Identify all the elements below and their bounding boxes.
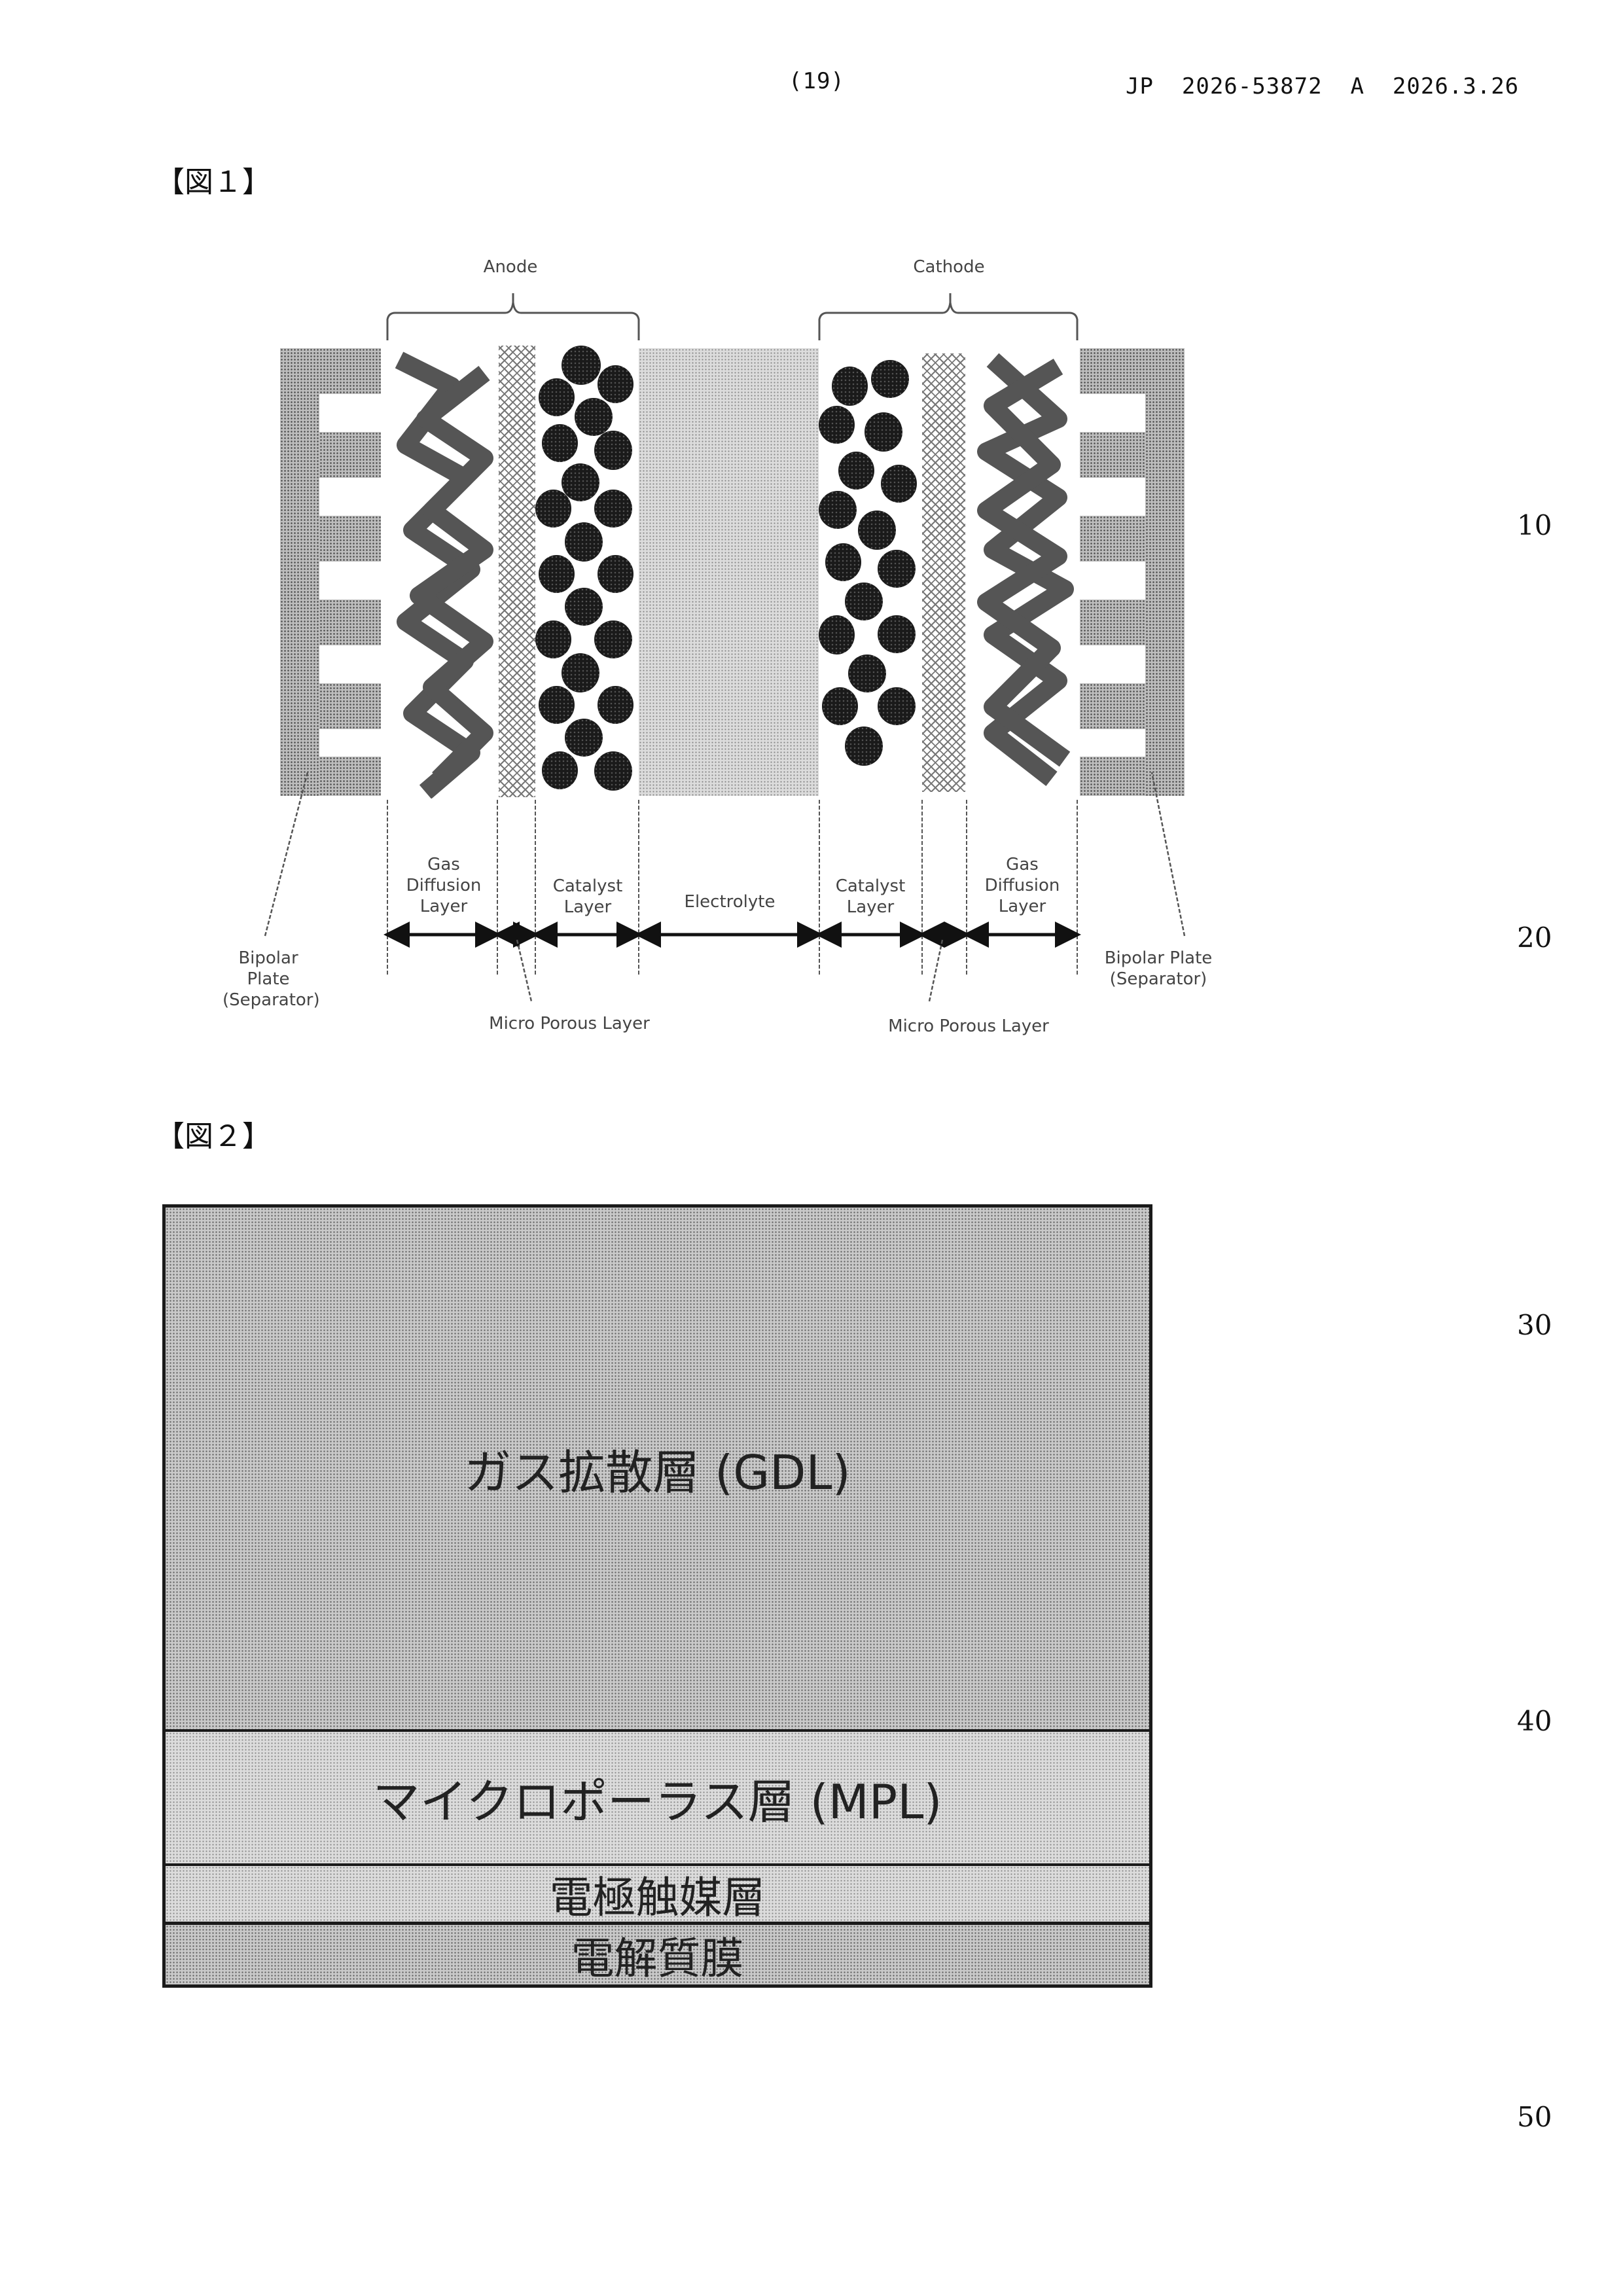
- plate-rib: [1080, 348, 1145, 394]
- layer-mpl-text: マイクロポーラス層 (MPL): [372, 1774, 942, 1829]
- layer-membrane-text: 電解質膜: [571, 1933, 744, 1984]
- figure-2-diagram: ガス拡散層 (GDL) マイクロポーラス層 (MPL) 電極触媒層 電解質膜: [162, 1204, 1152, 1988]
- layer-mpl: マイクロポーラス層 (MPL): [166, 1732, 1149, 1866]
- mpl-cathode: [922, 353, 965, 792]
- anode-label: Anode: [483, 257, 538, 277]
- plate-rib: [319, 600, 381, 645]
- label-mpl-cathode: Micro Porous Layer: [888, 1016, 1049, 1036]
- label-line: Layer: [998, 897, 1046, 916]
- label-catalyst-anode: Catalyst Layer: [537, 876, 639, 918]
- plate-rib: [1080, 432, 1145, 478]
- label-line: Layer: [846, 897, 895, 917]
- line-number-10: 10: [1517, 509, 1552, 541]
- figure-1-label: 【図１】: [156, 166, 271, 199]
- label-electrolyte: Electrolyte: [684, 892, 776, 912]
- electrode-braces: [386, 293, 1079, 340]
- label-bipolar-plate-left: Bipolar Plate (Separator): [223, 948, 320, 1011]
- gdl-cathode: [977, 353, 1074, 787]
- label-line: Layer: [563, 897, 612, 917]
- layer-gdl: ガス拡散層 (GDL): [166, 1208, 1149, 1732]
- bipolar-plate-right: [1145, 348, 1185, 796]
- plate-rib: [319, 348, 381, 394]
- line-number-50: 50: [1517, 2101, 1552, 2133]
- label-catalyst-cathode: Catalyst Layer: [819, 876, 921, 918]
- label-line: Bipolar Plate: [1104, 948, 1213, 968]
- line-number-40: 40: [1517, 1705, 1552, 1737]
- label-gdl-cathode: Gas Diffusion Layer: [967, 854, 1077, 917]
- figure-1-diagram: Anode Cathode: [0, 0, 1623, 1060]
- label-line: Gas: [427, 855, 460, 874]
- plate-rib: [1080, 757, 1145, 796]
- gdl-anode: [395, 351, 493, 798]
- label-line: (Separator): [1109, 969, 1207, 989]
- layer-membrane: 電解質膜: [166, 1925, 1149, 1984]
- bipolar-plate-left: [280, 348, 319, 796]
- mpl-anode: [499, 346, 535, 797]
- layer-gdl-text: ガス拡散層 (GDL): [464, 1445, 851, 1500]
- plate-rib: [1080, 683, 1145, 729]
- line-number-20: 20: [1517, 922, 1552, 954]
- line-number-30: 30: [1517, 1309, 1552, 1341]
- layer-catalyst: 電極触媒層: [166, 1866, 1149, 1925]
- plate-rib: [319, 757, 381, 796]
- publication-id: JP 2026-53872 A 2026.3.26: [1126, 73, 1520, 99]
- figure-2-label: 【図２】: [156, 1120, 271, 1153]
- label-line: Diffusion: [984, 876, 1060, 895]
- label-line: Gas: [1006, 855, 1039, 874]
- layer-catalyst-text: 電極触媒層: [549, 1872, 766, 1923]
- plate-rib: [319, 683, 381, 729]
- cathode-label: Cathode: [913, 257, 985, 277]
- dimension-lines: [264, 772, 1186, 1002]
- catalyst-anode: [535, 346, 639, 797]
- electrolyte: [639, 348, 819, 796]
- label-gdl-anode: Gas Diffusion Layer: [390, 854, 497, 917]
- plate-rib: [1080, 600, 1145, 645]
- plate-rib: [319, 516, 381, 562]
- label-line: Catalyst: [552, 876, 623, 896]
- label-mpl-anode: Micro Porous Layer: [489, 1014, 650, 1033]
- label-bipolar-plate-right: Bipolar Plate (Separator): [1086, 948, 1230, 990]
- plate-rib: [1080, 516, 1145, 562]
- label-line: Layer: [419, 897, 468, 916]
- catalyst-cathode: [819, 353, 922, 798]
- label-line: Catalyst: [835, 876, 906, 896]
- label-line: Diffusion: [406, 876, 482, 895]
- label-line: (Separator): [223, 990, 320, 1010]
- page-number: (19): [789, 68, 845, 94]
- plate-rib: [319, 432, 381, 478]
- label-line: Bipolar Plate: [238, 948, 298, 989]
